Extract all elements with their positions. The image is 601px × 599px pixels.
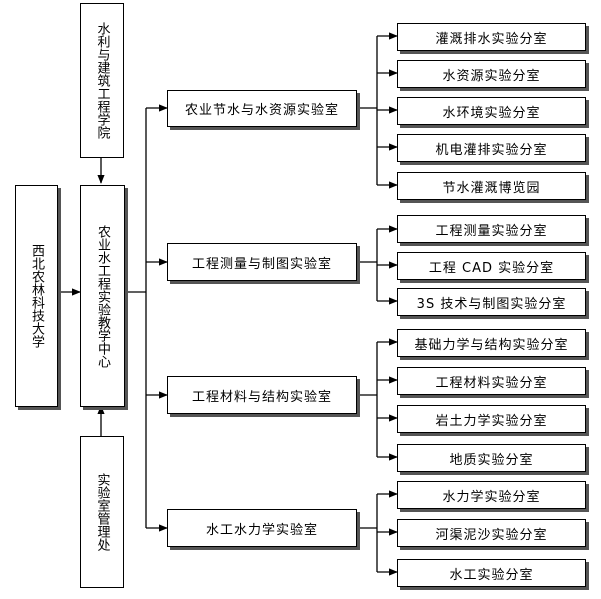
- sub-room-box: 工程 CAD 实验分室: [397, 252, 586, 280]
- lab-box-2: 工程测量与制图实验室: [167, 243, 357, 281]
- university-box: 西北农林科技大学: [15, 185, 58, 407]
- lab-label: 工程材料与结构实验室: [191, 389, 332, 405]
- sub-room-box: 基础力学与结构实验分室: [397, 329, 586, 357]
- center-box: 农业水工程实验教学中心: [80, 185, 125, 407]
- sub-room-box: 地质实验分室: [397, 444, 586, 472]
- sub-room-box: 水力学实验分室: [397, 481, 586, 509]
- sub-room-label: 地质实验分室: [449, 452, 534, 468]
- sub-room-box: 灌溉排水实验分室: [397, 23, 586, 51]
- sub-room-box: 3S 技术与制图实验分室: [397, 288, 586, 316]
- sub-room-label: 节水灌溉博览园: [442, 180, 541, 196]
- sub-room-label: 水环境实验分室: [442, 105, 541, 121]
- lab-box-3: 工程材料与结构实验室: [167, 376, 357, 414]
- sub-room-label: 机电灌排实验分室: [435, 142, 548, 158]
- sub-room-box: 岩土力学实验分室: [397, 405, 586, 433]
- lab-label: 农业节水与水资源实验室: [184, 103, 339, 118]
- sub-room-box: 水资源实验分室: [397, 60, 586, 88]
- sub-room-label: 水工实验分室: [449, 567, 534, 583]
- sub-room-label: 灌溉排水实验分室: [435, 31, 548, 47]
- sub-room-box: 河渠泥沙实验分室: [397, 519, 586, 547]
- sub-room-box: 工程测量实验分室: [397, 215, 586, 243]
- college-box: 水利与建筑工程学院: [80, 3, 124, 158]
- lab-label: 工程测量与制图实验室: [191, 256, 332, 272]
- sub-room-box: 节水灌溉博览园: [397, 172, 586, 200]
- sub-room-label: 3S 技术与制图实验分室: [416, 296, 567, 312]
- lab-box-4: 水工水力学实验室: [167, 509, 357, 547]
- sub-room-label: 基础力学与结构实验分室: [414, 337, 569, 353]
- sub-room-box: 水工实验分室: [397, 559, 586, 587]
- sub-room-label: 河渠泥沙实验分室: [435, 527, 548, 543]
- sub-room-box: 机电灌排实验分室: [397, 134, 586, 162]
- sub-room-label: 工程测量实验分室: [435, 223, 548, 239]
- sub-room-label: 水力学实验分室: [442, 489, 541, 505]
- lab-box-1: 农业节水与水资源实验室: [167, 90, 357, 127]
- center-label: 农业水工程实验教学中心: [95, 224, 110, 368]
- lab-label: 水工水力学实验室: [205, 522, 318, 538]
- sub-room-label: 水资源实验分室: [442, 68, 541, 84]
- office-label: 实验室管理处: [94, 473, 110, 551]
- university-label: 西北农林科技大学: [29, 244, 44, 348]
- sub-room-label: 工程 CAD 实验分室: [428, 260, 555, 276]
- office-box: 实验室管理处: [80, 436, 124, 588]
- sub-room-box: 水环境实验分室: [397, 97, 586, 125]
- college-label: 水利与建筑工程学院: [94, 22, 110, 139]
- sub-room-label: 岩土力学实验分室: [435, 413, 548, 429]
- sub-room-label: 工程材料实验分室: [435, 375, 548, 391]
- sub-room-box: 工程材料实验分室: [397, 367, 586, 395]
